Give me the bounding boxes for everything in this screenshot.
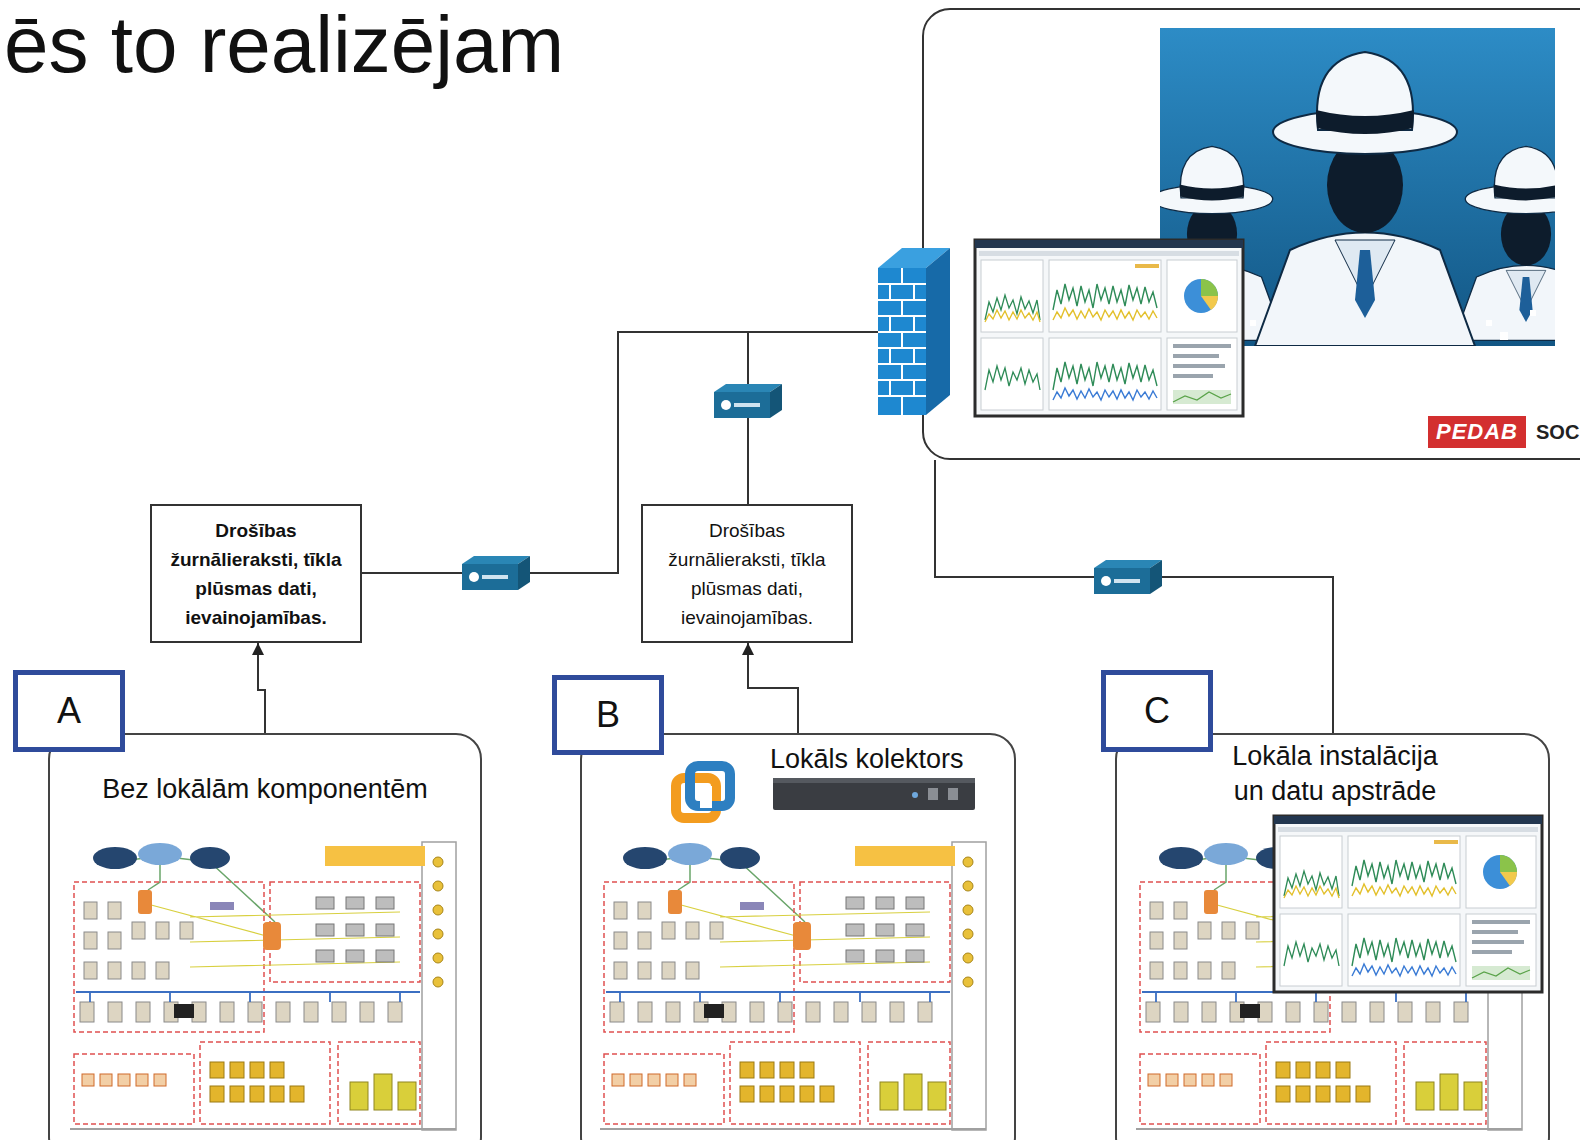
network-appliance-icon (1094, 560, 1162, 594)
node-text: A (57, 691, 81, 731)
soc-hero-image (1160, 28, 1555, 346)
option-label: C (1101, 670, 1213, 752)
node-text: PEDAB (1428, 416, 1526, 448)
network-thumbnail-a (70, 842, 456, 1130)
option-region: Lokāls kolektors (580, 733, 1016, 1140)
connector (748, 643, 798, 733)
option-region: Bez lokālām komponentēm (48, 733, 482, 1140)
network-appliance-icon (462, 556, 530, 590)
slide-title: ēs to realizējam (4, 2, 564, 88)
network-appliance-icon (714, 384, 782, 418)
data-box: Drošības žurnālieraksti, tīkla plūsmas d… (641, 504, 853, 643)
network-thumbnail-b (600, 842, 986, 1130)
vmware-logo (676, 766, 730, 818)
node-text: C (1144, 691, 1170, 731)
node-text: Lokāls kolektors (770, 743, 1014, 775)
node-text: B (596, 695, 620, 735)
node-text: SOC (1536, 419, 1579, 445)
connector (748, 332, 922, 504)
dashboard-screenshot-local (1274, 816, 1542, 992)
node-text: Lokāla instalācija un datu apstrāde (1220, 739, 1450, 809)
connector (258, 643, 265, 733)
network-thumbnail-c (1136, 842, 1522, 1130)
dashboard-screenshot-soc (975, 240, 1243, 416)
option-label: B (552, 675, 664, 755)
soc-panel: PEDAB SOC (922, 8, 1580, 460)
option-region: Lokāla instalācija un datu apstrāde (1115, 733, 1550, 1140)
node-text: Bez lokālām komponentēm (50, 773, 480, 805)
node-text: Drošības žurnālieraksti, tīkla plūsmas d… (159, 516, 353, 632)
option-label: A (13, 670, 125, 752)
node-text: Drošības žurnālieraksti, tīkla plūsmas d… (650, 516, 844, 632)
collector-appliance (773, 778, 975, 810)
data-box: Drošības žurnālieraksti, tīkla plūsmas d… (150, 504, 362, 643)
firewall-icon (878, 248, 950, 415)
